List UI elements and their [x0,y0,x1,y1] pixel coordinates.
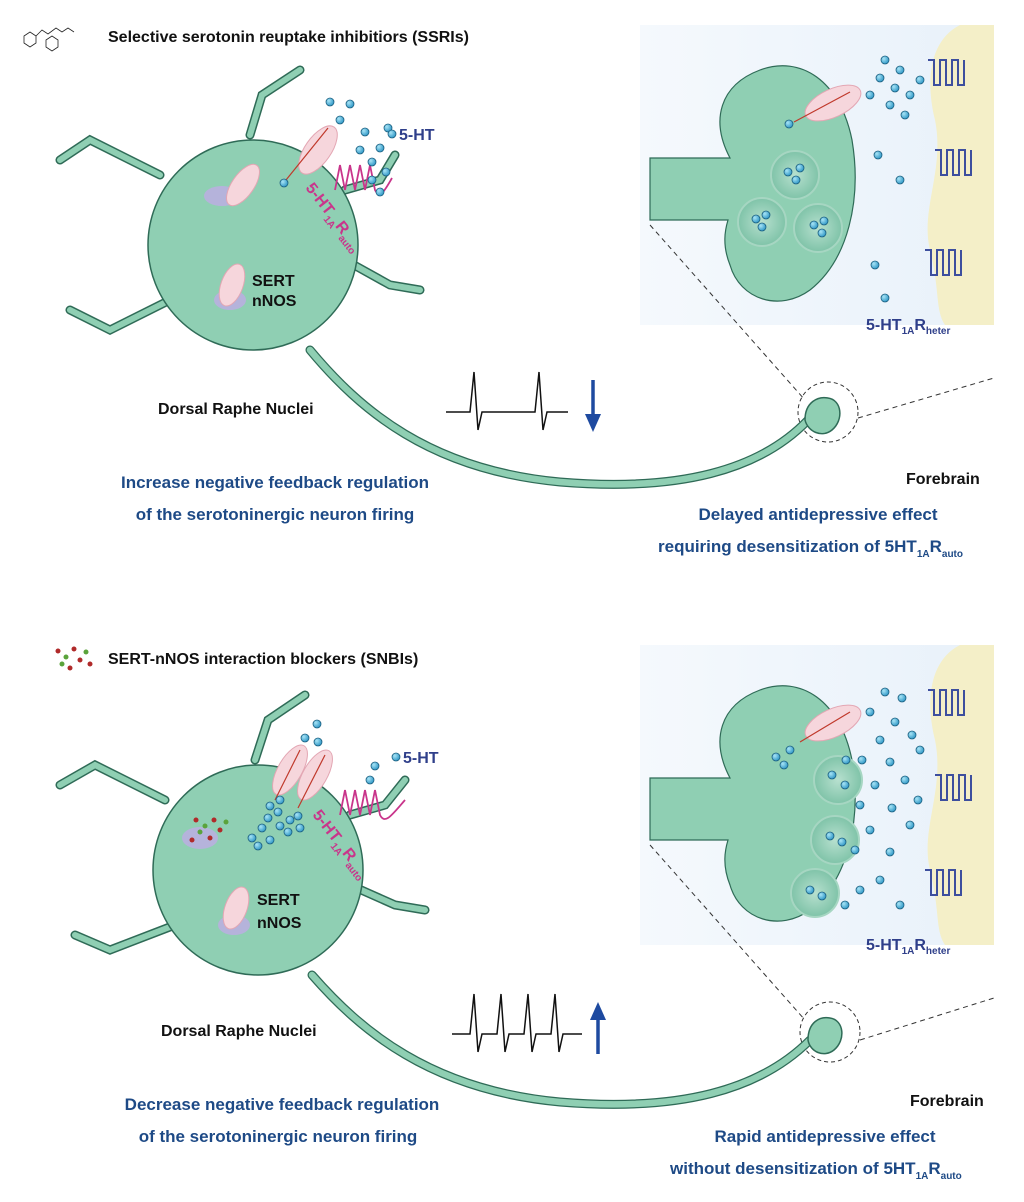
zoom-circle [797,381,859,443]
serotonin-key-dot [387,129,397,139]
serotonin-legend: 5-HT [391,750,439,767]
panel-snbi: SERT-nNOS interaction blockers (SNBIs) [55,645,995,1182]
synaptic-serotonin [865,55,925,303]
serotonin-legend: 5-HT [387,127,435,144]
target-region-label: Forebrain [906,471,980,488]
autoreceptor [334,164,393,195]
sert-transporter [218,263,246,307]
firing-trace-low [446,371,568,431]
axon-terminal-small [804,396,841,435]
caption-left-line1: Increase negative feedback regulation [121,473,429,492]
reuptake-arrow [799,711,851,743]
serotonin-molecules [325,97,393,197]
sert-label: SERT [257,892,300,909]
serotonin-key-dot [391,752,401,762]
axon-terminal-zoom [649,685,856,922]
snbi-molecule-icon [55,646,93,671]
serotonin-label: 5-HT [403,750,439,767]
heteroreceptor-label: 5-HT1ARheter [866,317,950,337]
caption-left-line2: of the serotoninergic neuron firing [136,505,415,524]
caption-right-line2: without desensitization of 5HT1ARauto [669,1159,962,1182]
sert-transporter-blocked [298,125,338,175]
region-label: Dorsal Raphe Nuclei [161,1023,317,1040]
caption-right-line1: Rapid antidepressive effect [714,1127,935,1146]
heteroreceptor-label: 5-HT1ARheter [866,937,950,957]
postsynaptic-membrane [927,25,994,325]
zoom-line [857,377,995,419]
panel-ssri: Selective serotonin reuptake inhibitiors… [23,25,995,560]
reuptake-arrow [297,754,326,809]
serotonin-label: 5-HT [399,127,435,144]
nnos-enzyme [182,827,218,849]
synaptic-serotonin [771,687,925,910]
sert-transporter [226,163,260,207]
snbi-molecules [189,817,229,843]
caption-left-line1: Decrease negative feedback regulation [125,1095,440,1114]
caption-right-line1: Delayed antidepressive effect [698,505,937,524]
postsynaptic-membrane [927,645,994,945]
zoom-circle [799,1001,861,1063]
synaptic-vesicles [790,755,863,918]
autoreceptor [339,789,406,820]
caption-right-line2: requiring desensitization of 5HT1ARauto [658,537,963,560]
sert-label: SERT [252,273,295,290]
heteroreceptors [925,689,972,896]
drug-class-title: Selective serotonin reuptake inhibitiors… [108,29,469,46]
firing-decrease-arrow [585,380,601,432]
caption-left-line2: of the serotoninergic neuron firing [139,1127,418,1146]
zoom-line [649,844,806,1021]
firing-trace-high [452,993,582,1053]
serotonin-molecules [247,719,380,851]
heteroreceptors [925,59,972,276]
serotonergic-neuron [55,690,430,976]
vesicle-serotonin [751,163,829,238]
zoom-line [859,997,995,1041]
synaptic-vesicles [737,150,843,253]
ssri-block-arrow [285,127,329,181]
serotonergic-neuron [55,65,425,351]
axon-terminal-small [807,1016,843,1055]
reuptake-arrow [274,749,301,801]
firing-increase-arrow [590,1002,606,1054]
nnos-label: nNOS [252,293,297,310]
ssri-block-arrow [793,91,851,123]
drug-class-title: SERT-nNOS interaction blockers (SNBIs) [108,651,418,668]
ssri-molecule-icon [23,27,75,52]
nnos-label: nNOS [257,915,302,932]
region-label: Dorsal Raphe Nuclei [158,401,314,418]
zoom-line [649,224,806,401]
sert-transporter [222,886,250,930]
target-region-label: Forebrain [910,1093,984,1110]
